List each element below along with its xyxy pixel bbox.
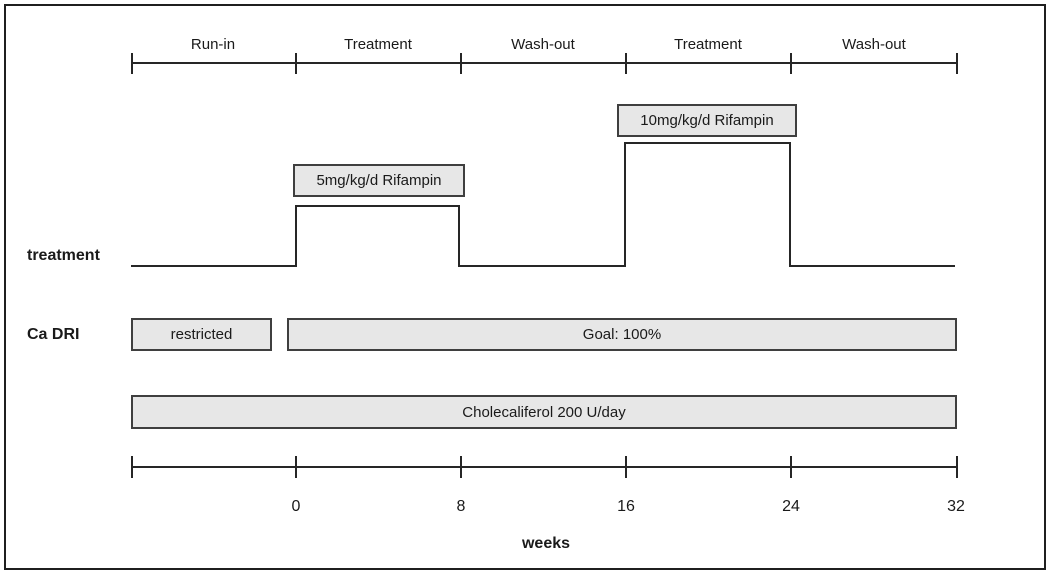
cholecalciferol-box: Cholecaliferol 200 U/day: [131, 395, 957, 429]
dose-box-10mg-label: 10mg/kg/d Rifampin: [640, 112, 774, 129]
phase-label-run-in: Run-in: [190, 36, 236, 53]
phase-label-wash-out-1: Wash-out: [511, 36, 575, 53]
dose-box-5mg-label: 5mg/kg/d Rifampin: [316, 172, 442, 189]
week-tick-label-8: 8: [456, 498, 466, 515]
restricted-box-label: restricted: [170, 326, 233, 343]
phase-axis-tick: [956, 53, 958, 74]
phase-label-wash-out-2: Wash-out: [842, 36, 906, 53]
week-axis-tick: [131, 456, 133, 478]
phase-axis-tick: [460, 53, 462, 74]
phase-label-treatment-1: Treatment: [344, 36, 412, 53]
week-axis-tick: [460, 456, 462, 478]
figure-border: [4, 4, 1046, 570]
treatment-row-label: treatment: [27, 247, 100, 264]
week-tick-label-16: 16: [617, 498, 635, 515]
phase-label-treatment-2: Treatment: [674, 36, 742, 53]
phase-axis-tick: [790, 53, 792, 74]
week-axis-tick: [625, 456, 627, 478]
week-tick-label-32: 32: [947, 498, 965, 515]
week-tick-label-0: 0: [291, 498, 301, 515]
week-axis-title: weeks: [521, 535, 571, 552]
ca-dri-row-label: Ca DRI: [27, 326, 80, 343]
goal-box-label: Goal: 100%: [582, 326, 662, 343]
dose-box-10mg: 10mg/kg/d Rifampin: [617, 104, 797, 137]
week-tick-label-24: 24: [782, 498, 800, 515]
restricted-box: restricted: [131, 318, 272, 351]
week-axis-tick: [295, 456, 297, 478]
phase-axis-tick: [295, 53, 297, 74]
phase-axis-tick: [625, 53, 627, 74]
week-axis-line: [131, 466, 958, 468]
week-axis-tick: [956, 456, 958, 478]
week-axis-tick: [790, 456, 792, 478]
phase-axis-line: [131, 62, 958, 64]
dose-box-5mg: 5mg/kg/d Rifampin: [293, 164, 465, 197]
cholecalciferol-box-label: Cholecaliferol 200 U/day: [462, 403, 626, 421]
phase-axis-tick: [131, 53, 133, 74]
goal-box: Goal: 100%: [287, 318, 957, 351]
treatment-step-line: [131, 142, 955, 267]
